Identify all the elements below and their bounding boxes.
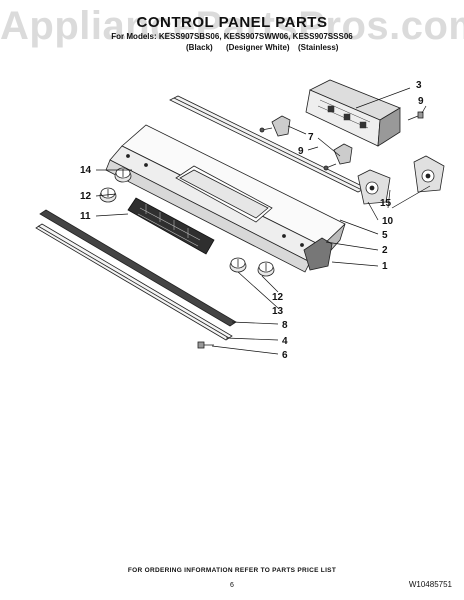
callout-9-top: 9 (418, 96, 424, 107)
mounting-bracket-right (323, 143, 353, 171)
watermark: AppliancePartsPros.com (0, 4, 464, 48)
end-cap (303, 237, 333, 271)
callout-7: 7 (308, 132, 314, 143)
infinite-switch-right (413, 155, 445, 193)
callout-11: 11 (80, 211, 91, 222)
callout-12-bottom: 12 (272, 292, 284, 303)
lower-trim-strip (35, 209, 237, 341)
callout-10: 10 (382, 216, 394, 227)
screw-board (407, 111, 424, 121)
callout-4: 4 (282, 336, 288, 347)
variant-white: (Designer White) (226, 43, 290, 52)
document-code: W10485751 (408, 580, 452, 589)
variant-black: (Black) (186, 43, 213, 52)
callout-labels: 3 9 7 9 14 12 11 15 10 5 2 1 12 13 8 4 6 (80, 80, 424, 361)
callout-3: 3 (416, 80, 422, 91)
callout-1: 1 (382, 261, 388, 272)
touch-control-overlay (127, 197, 215, 255)
knob-right-1 (229, 257, 247, 273)
knob-left-top (114, 167, 132, 183)
screw-lower (197, 341, 214, 349)
callout-5: 5 (382, 230, 388, 241)
callout-15: 15 (380, 198, 392, 209)
callout-14: 14 (80, 165, 92, 176)
callout-8: 8 (282, 320, 288, 331)
callout-2: 2 (382, 245, 388, 256)
callout-9-mid: 9 (298, 146, 304, 157)
ordering-note: FOR ORDERING INFORMATION REFER TO PARTS … (127, 567, 337, 574)
callout-6: 6 (282, 350, 288, 361)
callout-13: 13 (272, 306, 284, 317)
electronic-control-board (305, 79, 401, 147)
callout-12-left: 12 (80, 191, 92, 202)
mounting-bracket-left (259, 115, 291, 137)
variant-stainless: (Stainless) (298, 43, 339, 52)
knob-right-2 (257, 261, 275, 277)
diagram-title: CONTROL PANEL PARTS (136, 14, 328, 31)
infinite-switch-left (357, 169, 391, 205)
model-list: For Models: KESS907SBS06, KESS907SWW06, … (111, 32, 353, 41)
page-number: 6 (230, 582, 234, 589)
